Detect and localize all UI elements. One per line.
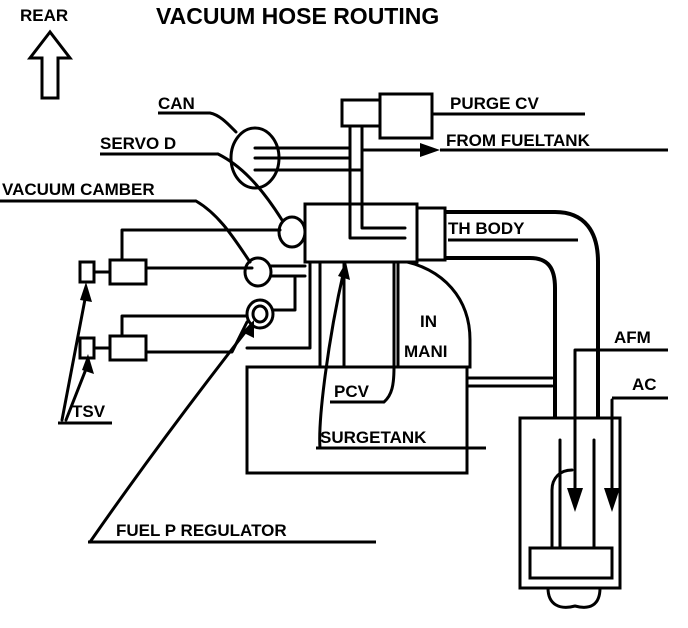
- label-purge-cv: PURGE CV: [450, 94, 539, 113]
- intake-duct-outer: [445, 210, 600, 430]
- label-vacuum-camber: VACUUM CAMBER: [2, 180, 155, 199]
- afm-arrow-icon: [567, 488, 583, 512]
- label-surgetank-leader: [318, 268, 346, 450]
- servo-d: [277, 215, 307, 249]
- purge-cv-right: [378, 92, 434, 140]
- purge-to-th-hose: [348, 124, 407, 240]
- label-afm: AFM: [614, 328, 651, 347]
- label-fuel-p-regulator-leader: [88, 324, 252, 544]
- label-vacuum-camber-leader: [194, 199, 252, 264]
- label-can-leader: [208, 111, 238, 134]
- regulator-to-surge-hose: [271, 276, 297, 312]
- vacuum-camber: [243, 256, 273, 288]
- tsv-upper-cap: [78, 260, 96, 284]
- rear-arrow-icon: [26, 29, 74, 100]
- intake-manifold: [396, 258, 472, 369]
- label-tsv: TSV: [72, 402, 106, 421]
- purge-to-th-hose-2: [360, 124, 407, 230]
- ac-arrow-icon: [604, 488, 620, 512]
- fuel-p-regulator-inner: [251, 304, 269, 324]
- air-cleaner-snorkel: [546, 586, 602, 609]
- label-servo-d-leader: [216, 152, 284, 222]
- intake-duct-inner: [445, 256, 557, 420]
- label-tsv-leader-upper: [60, 292, 88, 422]
- surgetank-arrowhead-icon: [338, 262, 350, 280]
- label-tsv-leader-lower: [64, 362, 90, 422]
- throttle-body-adapter: [415, 206, 447, 262]
- tsv-upper-arrowhead-icon: [80, 282, 92, 302]
- tsv-upper-hose-2: [120, 228, 282, 262]
- label-servo-d: SERVO D: [100, 134, 176, 153]
- tsv-lower-cap: [78, 336, 96, 360]
- fuel-p-regulator-arrowhead-icon: [242, 320, 254, 338]
- surge-tank: [245, 365, 469, 475]
- label-pcv: PCV: [334, 382, 370, 401]
- purge-cv-left: [340, 98, 382, 128]
- label-can: CAN: [158, 94, 195, 113]
- label-surgetank: SURGETANK: [320, 428, 427, 447]
- label-ac: AC: [632, 375, 657, 394]
- tsv-lower-body: [108, 334, 148, 362]
- label-fuel-p-regulator: FUEL P REGULATOR: [116, 521, 287, 540]
- label-in: IN: [420, 312, 437, 331]
- th-to-surge-hose-1: [245, 260, 312, 350]
- diagram-title: VACUUM HOSE ROUTING: [156, 3, 439, 29]
- label-th-body: TH BODY: [448, 219, 525, 238]
- air-cleaner-inner-curve: [550, 468, 574, 550]
- air-cleaner-base: [528, 546, 614, 580]
- tsv-lower-hose-2: [120, 314, 249, 338]
- label-pcv-leader: [382, 365, 396, 404]
- rear-label: REAR: [20, 6, 68, 25]
- label-mani: MANI: [404, 342, 447, 361]
- tsv-lower-arrowhead-icon: [82, 354, 94, 374]
- label-from-fueltank: FROM FUELTANK: [446, 131, 591, 150]
- tsv-upper-body: [108, 258, 148, 286]
- from-fueltank-arrow-icon: [420, 143, 440, 157]
